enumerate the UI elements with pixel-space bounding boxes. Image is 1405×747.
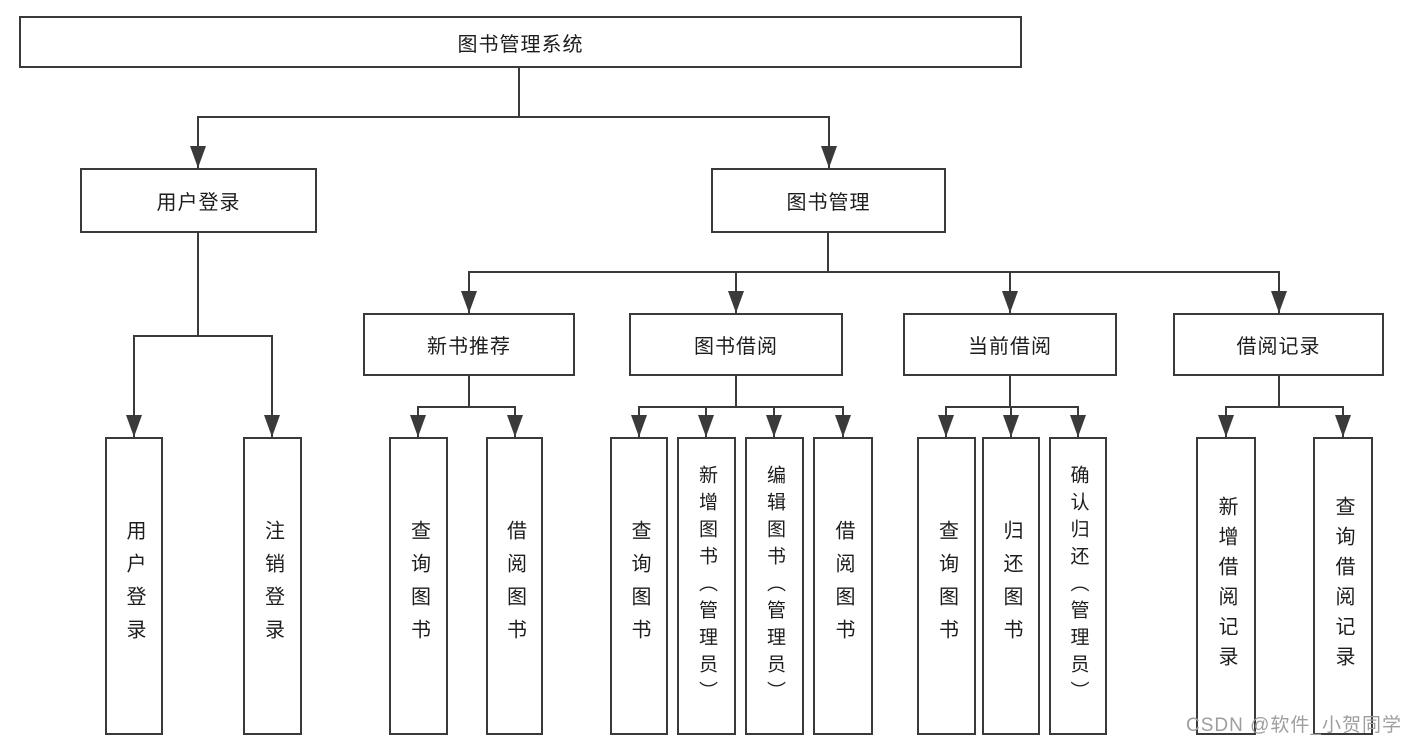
connector-arrow [1271,272,1287,313]
connector-line [197,116,830,118]
connector-line [945,406,1079,408]
connector-line [518,68,520,117]
connector-arrow [190,117,206,168]
node-borrow-records: 借阅记录 [1173,313,1384,376]
leaf-logout: 注销登录 [243,437,302,735]
node-new-book-recommend: 新书推荐 [363,313,575,376]
node-current-borrow: 当前借阅 [903,313,1117,376]
node-user-login: 用户登录 [80,168,317,233]
leaf-bb-edit-books-admin: 编辑图书（管理员） [745,437,804,735]
leaf-bb-query-books: 查询图书 [610,437,668,735]
leaf-cb-confirm-return-admin: 确认归还（管理员） [1049,437,1107,735]
connector-arrow [1218,407,1234,437]
connector-line [827,233,829,272]
leaf-cb-query-books: 查询图书 [917,437,976,735]
connector-line [1225,406,1344,408]
connector-arrow [126,336,142,437]
connector-arrow [1335,407,1351,437]
node-book-management: 图书管理 [711,168,946,233]
connector-line [1278,376,1280,407]
leaf-bb-borrow-books: 借阅图书 [813,437,873,735]
leaf-nbr-query-books: 查询图书 [389,437,448,735]
connector-line [417,406,516,408]
connector-line [638,406,844,408]
connector-arrow [938,407,954,437]
leaf-bb-add-books-admin: 新增图书（管理员） [677,437,736,735]
connector-arrow [410,407,426,437]
connector-line [468,271,1280,273]
connector-arrow [461,272,477,313]
connector-arrow [766,407,782,437]
connector-line [735,376,737,407]
connector-arrow [631,407,647,437]
connector-line [468,376,470,407]
node-library-management-system: 图书管理系统 [19,16,1022,68]
leaf-cb-return-books: 归还图书 [982,437,1040,735]
connector-arrow [698,407,714,437]
connector-arrow [728,272,744,313]
leaf-nbr-borrow-books: 借阅图书 [486,437,543,735]
connector-arrow [1003,407,1019,437]
connector-line [133,335,273,337]
connector-arrow [821,117,837,168]
connector-line [197,233,199,336]
leaf-br-query-record: 查询借阅记录 [1313,437,1373,735]
connector-line [1009,376,1011,407]
connector-arrow [507,407,523,437]
connector-arrow [1002,272,1018,313]
watermark: CSDN @软件_小贺同学 [1186,715,1402,736]
leaf-user-login: 用户登录 [105,437,163,735]
node-book-borrow: 图书借阅 [629,313,843,376]
connector-arrow [1070,407,1086,437]
connector-arrow [835,407,851,437]
leaf-br-add-record: 新增借阅记录 [1196,437,1256,735]
connector-arrow [264,336,280,437]
